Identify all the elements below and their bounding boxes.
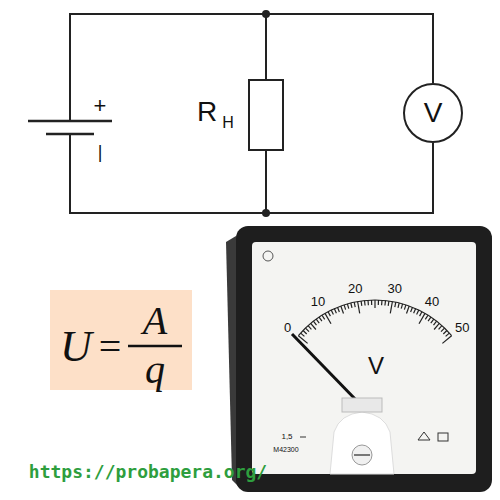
scale-tick xyxy=(419,313,425,323)
scale-tick xyxy=(364,301,366,306)
scale-tick xyxy=(331,310,333,315)
component-label: R xyxy=(197,98,217,126)
scale-tick xyxy=(446,333,450,336)
scale-tick xyxy=(374,300,375,308)
scale-tick xyxy=(384,301,386,306)
formula-symbol: q xyxy=(145,350,165,390)
fraction-bar xyxy=(128,345,182,348)
formula-symbol: A xyxy=(143,301,167,341)
scale-tick xyxy=(441,328,445,332)
scale-tick xyxy=(367,300,369,305)
scale-tick xyxy=(404,305,406,310)
screw-slot xyxy=(354,454,370,456)
scale-tick xyxy=(344,305,346,310)
scale-tick xyxy=(388,301,390,306)
scale-tick xyxy=(308,326,311,330)
scale-tick xyxy=(322,315,325,319)
component-subscript: Н xyxy=(222,115,234,131)
formula-panel xyxy=(50,290,192,390)
scale-tick xyxy=(316,319,319,323)
zero-screw xyxy=(352,445,372,465)
meter-symbols xyxy=(300,432,448,441)
scale-tick xyxy=(319,317,322,321)
scale-tick xyxy=(414,309,416,314)
scale-tick xyxy=(378,300,379,305)
meter-face xyxy=(252,242,476,474)
meter-needle xyxy=(292,334,358,402)
junction-dot xyxy=(262,10,270,18)
scale-tick xyxy=(411,307,413,312)
battery-symbol xyxy=(28,121,112,134)
scale-tick xyxy=(306,328,310,332)
scale-tick xyxy=(428,317,431,321)
scale-tick xyxy=(358,302,360,314)
scale-number: 20 xyxy=(348,281,362,294)
junction-dot xyxy=(262,209,270,217)
scale-tick xyxy=(303,331,307,335)
scale-tick xyxy=(425,315,428,319)
scale-tick xyxy=(442,336,451,344)
scale-tick xyxy=(347,304,348,309)
model-number: М42300 xyxy=(273,446,298,453)
scale-tick xyxy=(351,303,352,308)
maker-logo xyxy=(263,251,273,261)
scale-tick xyxy=(431,319,434,323)
meter-letter: V xyxy=(424,99,443,127)
unit-label: V xyxy=(368,354,384,378)
meter-bezel xyxy=(236,226,492,492)
circuit-wires xyxy=(70,14,433,213)
scale-tick xyxy=(390,302,392,314)
scale-tick xyxy=(401,304,402,309)
formula-symbol: U xyxy=(60,325,92,369)
scale-tick xyxy=(381,300,383,305)
scale-tick xyxy=(341,306,344,314)
scale-tick xyxy=(301,333,305,336)
scale-tick xyxy=(334,309,336,314)
scale-tick xyxy=(361,301,363,306)
scale-tick xyxy=(420,312,422,316)
polarity-sign: + xyxy=(94,95,107,117)
scale-number: 30 xyxy=(388,281,402,294)
scale-tick xyxy=(434,323,439,329)
scale-number: 40 xyxy=(425,295,439,308)
scale-tick xyxy=(313,321,316,325)
scale-tick xyxy=(328,312,330,316)
scale-tick xyxy=(398,303,399,308)
scale-tick xyxy=(395,302,396,307)
watermark-url: https://probapera.org/ xyxy=(29,463,267,481)
scale-number: 0 xyxy=(284,320,291,333)
polarity-sign: | xyxy=(98,143,103,161)
zero-adjust-cover xyxy=(330,412,394,474)
scale-tick xyxy=(338,307,340,312)
accuracy-class: 1,5 xyxy=(281,433,292,441)
formula-symbol: = xyxy=(99,327,122,367)
scale-number: 50 xyxy=(455,320,469,333)
scale-tick xyxy=(371,300,372,305)
scale-tick xyxy=(443,331,447,335)
resistor-symbol xyxy=(249,80,283,150)
needle-pivot xyxy=(342,398,382,412)
scale-tick xyxy=(434,321,437,325)
scale-tick xyxy=(354,302,355,307)
scale-tick xyxy=(439,326,442,330)
scale-number: 10 xyxy=(311,295,325,308)
scale-tick xyxy=(407,306,410,314)
voltmeter-symbol: V xyxy=(403,83,463,143)
scale-tick xyxy=(417,310,419,315)
